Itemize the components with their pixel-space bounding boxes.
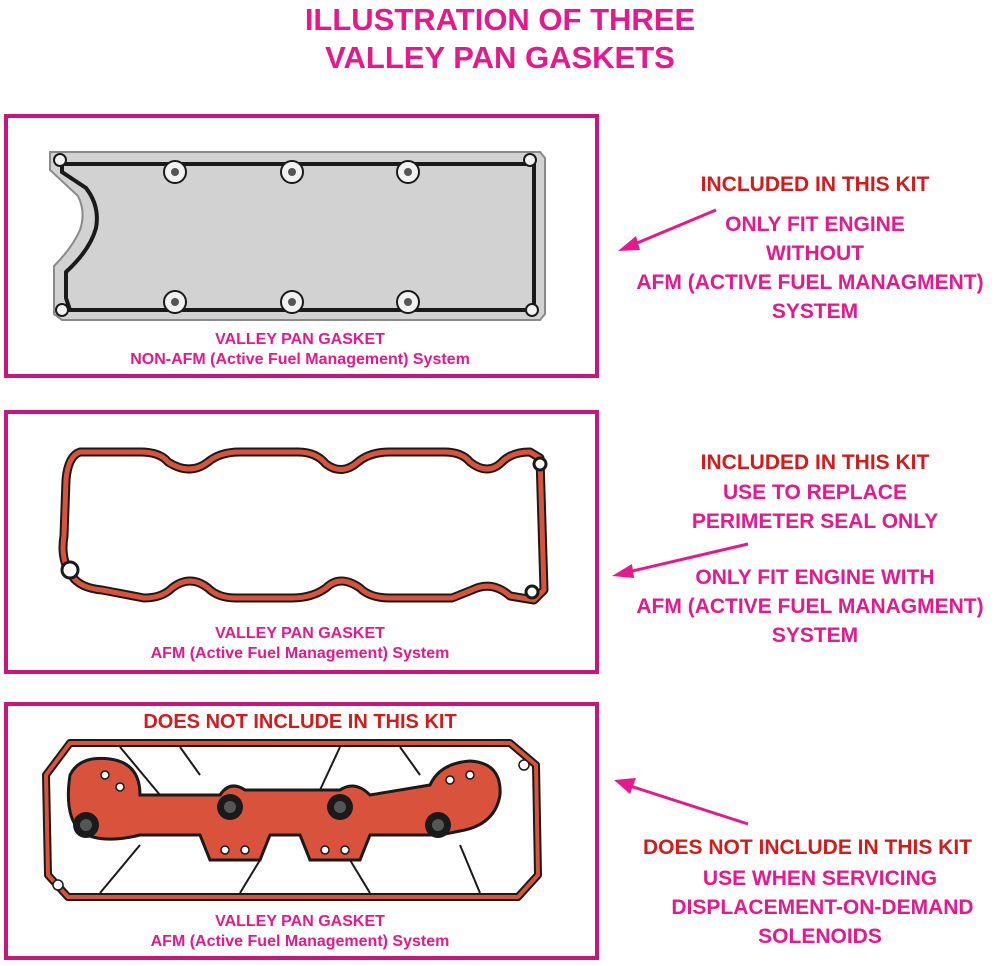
arrow-icon [614,778,749,826]
panel-afm-dod [4,702,599,960]
panel-3-caption-line-1: VALLEY PAN GASKET [215,913,385,930]
panel-2-caption-line-2: AFM (Active Fuel Management) System [150,645,450,662]
arrow-icon [618,208,717,251]
afm-perimeter-gasket-image [58,447,549,605]
panel-2-note-3: PERIMETER SEAL ONLY [691,510,939,533]
arrow-icon [612,542,749,578]
panel-2-note-1: INCLUDED IN THIS KIT [700,451,930,474]
panel-1-caption-line-1: VALLEY PAN GASKET [215,331,385,348]
panel-3-note-3: DISPLACEMENT-ON-DEMAND [671,896,974,919]
panel-2-note-2: USE TO REPLACE [723,481,907,504]
panel-afm-perimeter [4,410,599,674]
panel-3-note-4: SOLENOIDS [758,925,882,948]
panel-2-note-5: AFM (ACTIVE FUEL MANAGMENT) [636,595,984,618]
panel-1-note-2: ONLY FIT ENGINE [725,213,905,236]
panel-2-caption-line-1: VALLEY PAN GASKET [215,625,385,642]
afm-dod-gasket-image [42,739,542,901]
panel-1-note-1: INCLUDED IN THIS KIT [700,173,930,196]
panel-1-caption-line-2: NON-AFM (Active Fuel Management) System [130,351,470,368]
panel-1-note-5: SYSTEM [771,300,859,323]
panel-2-note-6: SYSTEM [771,624,859,647]
panel-3-note-2: USE WHEN SERVICING [702,867,938,890]
panel-3-caption-line-2: AFM (Active Fuel Management) System [150,933,450,950]
page-title-line-2: VALLEY PAN GASKETS [325,40,675,75]
panel-1-note-4: AFM (ACTIVE FUEL MANAGMENT) [636,271,984,294]
panel-2-note-4: ONLY FIT ENGINE WITH [695,566,935,589]
page-title-line-1: ILLUSTRATION OF THREE [304,2,696,37]
panel-3-header: DOES NOT INCLUDE IN THIS KIT [143,711,457,733]
panel-1-note-3: WITHOUT [766,242,864,265]
panel-non-afm [4,114,599,378]
non-afm-gasket-image [49,151,546,321]
panel-3-note-1: DOES NOT INCLUDE IN THIS KIT [642,836,972,859]
